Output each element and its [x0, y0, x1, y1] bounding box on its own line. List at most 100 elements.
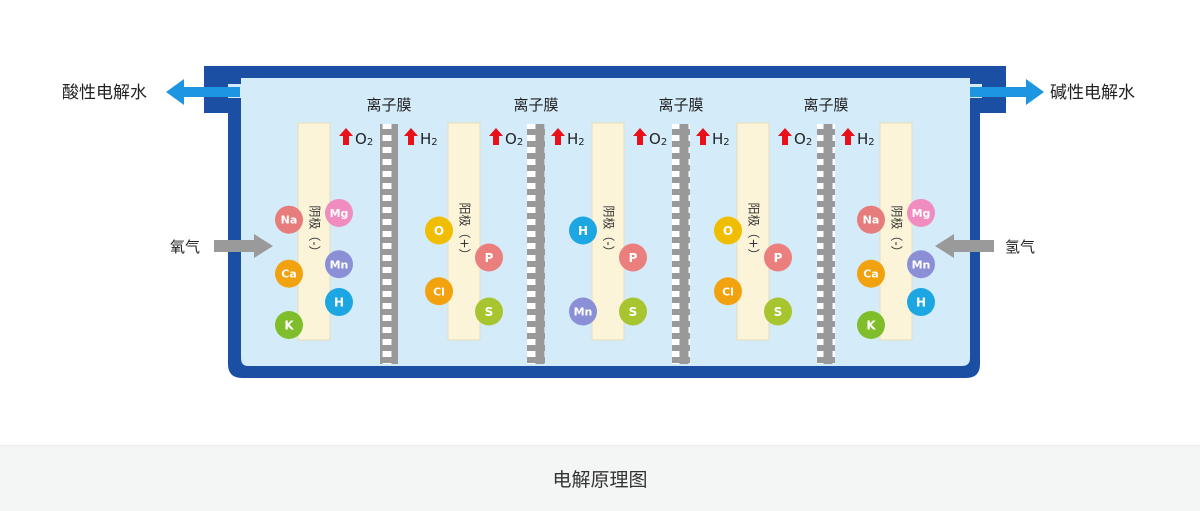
membrane-ladder — [672, 124, 690, 364]
left-input-label: 氧气 — [170, 238, 200, 256]
membrane-gas-formula: H2 — [567, 130, 585, 148]
right-output-label: 碱性电解水 — [1050, 83, 1135, 103]
ion-bubble — [325, 198, 353, 227]
ion-bubble — [907, 250, 935, 279]
electrode-gas-symbol: O — [649, 130, 661, 148]
ion-cl: Cl — [425, 277, 453, 306]
ion-s: S — [764, 297, 792, 326]
ion-bubble — [764, 297, 792, 326]
ion-k: K — [857, 311, 885, 339]
electrode-plate — [591, 122, 625, 341]
ion-membrane-4: 离子膜 H2 — [803, 96, 875, 364]
ion-symbol: Mg — [330, 207, 349, 220]
ion-bubble — [619, 297, 647, 326]
electrode-label: 阴极（-） — [602, 205, 616, 257]
electrode-label: 阳极（+） — [458, 202, 472, 260]
ion-symbol: Cl — [722, 285, 734, 298]
ion-membrane-1: 离子膜 H2 — [366, 96, 438, 364]
left-output-label: 酸性电解水 — [62, 83, 147, 103]
membrane-gas-formula: H2 — [420, 130, 438, 148]
membrane-ladder — [817, 124, 835, 364]
left-inflow-arrow — [214, 234, 273, 258]
ion-symbol: Mn — [330, 258, 349, 271]
ion-symbol: Na — [863, 214, 880, 227]
membrane-label: 离子膜 — [803, 96, 848, 114]
ion-o: O — [425, 216, 453, 245]
ion-symbol: Ca — [281, 268, 297, 281]
ion-symbol: P — [485, 251, 494, 265]
membrane-label: 离子膜 — [366, 96, 411, 114]
right-input-label: 氢气 — [1005, 238, 1035, 256]
electrode-plate — [879, 122, 913, 341]
ion-symbol: Cl — [433, 285, 445, 298]
ion-symbol: Mn — [574, 306, 593, 319]
ion-s: S — [619, 297, 647, 326]
electrode-gas-formula: O2 — [794, 130, 812, 148]
ion-symbol: O — [723, 224, 733, 238]
ion-bubble — [569, 297, 597, 326]
ion-bubble — [619, 243, 647, 272]
ion-k: K — [275, 311, 303, 339]
ion-mn: Mn — [569, 297, 597, 326]
ion-symbol: Mg — [912, 207, 931, 220]
ion-bubble — [857, 259, 885, 288]
ion-bubble — [714, 216, 742, 245]
membrane-ladder — [527, 124, 545, 364]
ion-symbol: O — [434, 224, 444, 238]
ion-symbol: Mn — [912, 258, 931, 271]
membrane-ladder — [380, 124, 398, 364]
ion-symbol: Na — [281, 214, 298, 227]
ion-symbol: H — [578, 224, 588, 238]
diagram-caption: 电解原理图 — [552, 469, 648, 491]
membrane-gas-formula: H2 — [857, 130, 875, 148]
ion-bubble — [425, 277, 453, 306]
electrode-gas-subscript: 2 — [517, 137, 523, 148]
electrode-layer: 阴极（-）O2NaMgCaMnHK阳极（+）O2OPClS阴极（-）O2HPMn… — [275, 122, 935, 341]
ion-symbol: P — [774, 251, 783, 265]
ion-mg: Mg — [325, 198, 353, 227]
ion-membrane-3: 离子膜 H2 — [658, 96, 730, 364]
ion-symbol: S — [774, 305, 783, 319]
electrode-label: 阴极（-） — [308, 205, 322, 257]
electrode-gas-arrow — [633, 128, 647, 145]
right-inflow-arrow — [935, 234, 994, 258]
membrane-gas-subscript: 2 — [868, 137, 874, 148]
membrane-gas-arrow — [696, 128, 710, 145]
ion-bubble — [764, 243, 792, 272]
ion-bubble — [714, 277, 742, 306]
ion-symbol: Ca — [863, 268, 879, 281]
right-outflow-arrow — [970, 79, 1044, 105]
caption-bar: 电解原理图 — [0, 445, 1200, 511]
ion-symbol: P — [629, 251, 638, 265]
membrane-gas-subscript: 2 — [431, 137, 437, 148]
electrode-gas-arrow — [489, 128, 503, 145]
membrane-gas-symbol: H — [567, 130, 578, 148]
ion-na: Na — [857, 205, 885, 234]
ion-bubble — [857, 205, 885, 234]
ion-p: P — [619, 243, 647, 272]
ion-bubble — [857, 311, 885, 339]
electrode-gas-symbol: O — [794, 130, 806, 148]
membrane-gas-formula: H2 — [712, 130, 730, 148]
membrane-gas-arrow — [551, 128, 565, 145]
ion-h: H — [569, 216, 597, 245]
electrode-plate — [447, 122, 481, 341]
ion-mn: Mn — [907, 250, 935, 279]
ion-h: H — [325, 288, 353, 317]
ion-bubble — [325, 288, 353, 317]
electrode-gas-formula: O2 — [649, 130, 667, 148]
electrolysis-diagram: 酸性电解水 碱性电解水 氧气 氢气 阴极（-）O2NaMgCaMnHK阳极（+）… — [62, 66, 1135, 378]
membrane-gas-symbol: H — [420, 130, 431, 148]
ion-bubble — [475, 243, 503, 272]
ion-s: S — [475, 297, 503, 326]
ion-bubble — [475, 297, 503, 326]
ion-p: P — [764, 243, 792, 272]
membrane-label: 离子膜 — [658, 96, 703, 114]
ion-symbol: H — [916, 296, 926, 310]
ion-h: H — [907, 288, 935, 317]
